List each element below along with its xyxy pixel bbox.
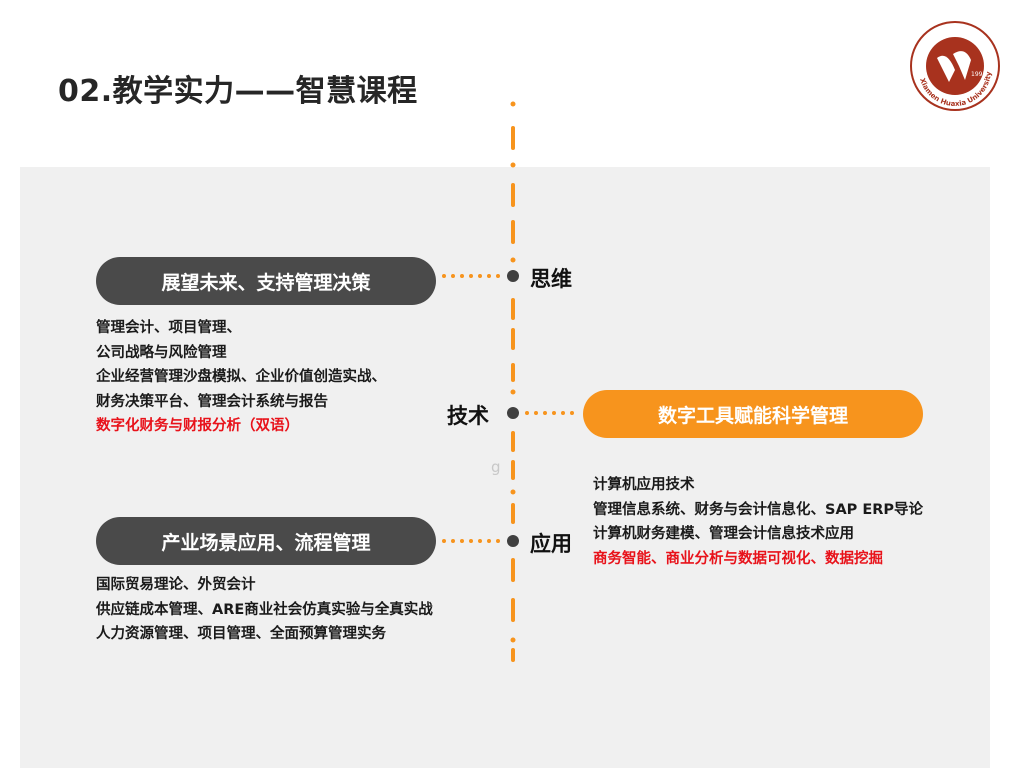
technology-course-list: 计算机应用技术 管理信息系统、财务与会计信息化、SAP ERP导论 计算机财务建… <box>593 473 923 571</box>
course-item: 计算机财务建模、管理会计信息技术应用 <box>593 526 854 542</box>
course-item: 公司战略与风险管理 <box>96 344 227 361</box>
course-item-highlight: 数字化财务与财报分析（双语） <box>96 418 299 434</box>
ghost-text: g <box>491 458 501 476</box>
timeline-node-application: 应用 <box>530 532 572 556</box>
university-logo: 1993 Xiamen Huaxia University <box>910 21 1000 111</box>
thinking-pill: 展望未来、支持管理决策 <box>96 257 436 305</box>
page-title: 02.教学实力——智慧课程 <box>58 74 418 109</box>
application-pill: 产业场景应用、流程管理 <box>96 517 436 565</box>
course-item: 计算机应用技术 <box>593 477 695 493</box>
thinking-course-list: 管理会计、项目管理、 公司战略与风险管理 企业经营管理沙盘模拟、企业价值创造实战… <box>96 316 386 439</box>
timeline-node-thinking: 思维 <box>530 267 572 291</box>
logo-year: 1993 <box>971 71 986 78</box>
course-item-highlight: 商务智能、商业分析与数据可视化、数据挖掘 <box>593 550 883 567</box>
course-item: 国际贸易理论、外贸会计 <box>96 577 256 593</box>
course-item: 管理信息系统、财务与会计信息化、SAP ERP导论 <box>593 501 924 518</box>
course-item: 财务决策平台、管理会计系统与报告 <box>96 393 328 410</box>
course-item: 人力资源管理、项目管理、全面预算管理实务 <box>96 626 386 642</box>
timeline-node-dot <box>507 535 519 547</box>
course-item: 管理会计、项目管理、 <box>96 320 241 336</box>
course-item: 供应链成本管理、ARE商业社会仿真实验与全真实战 <box>96 601 433 618</box>
timeline-node-dot <box>507 270 519 282</box>
technology-pill: 数字工具赋能科学管理 <box>583 390 923 438</box>
course-item: 企业经营管理沙盘模拟、企业价值创造实战、 <box>96 369 386 385</box>
timeline-node-dot <box>507 407 519 419</box>
timeline-node-technology: 技术 <box>447 404 489 428</box>
application-course-list: 国际贸易理论、外贸会计 供应链成本管理、ARE商业社会仿真实验与全真实战 人力资… <box>96 573 433 647</box>
